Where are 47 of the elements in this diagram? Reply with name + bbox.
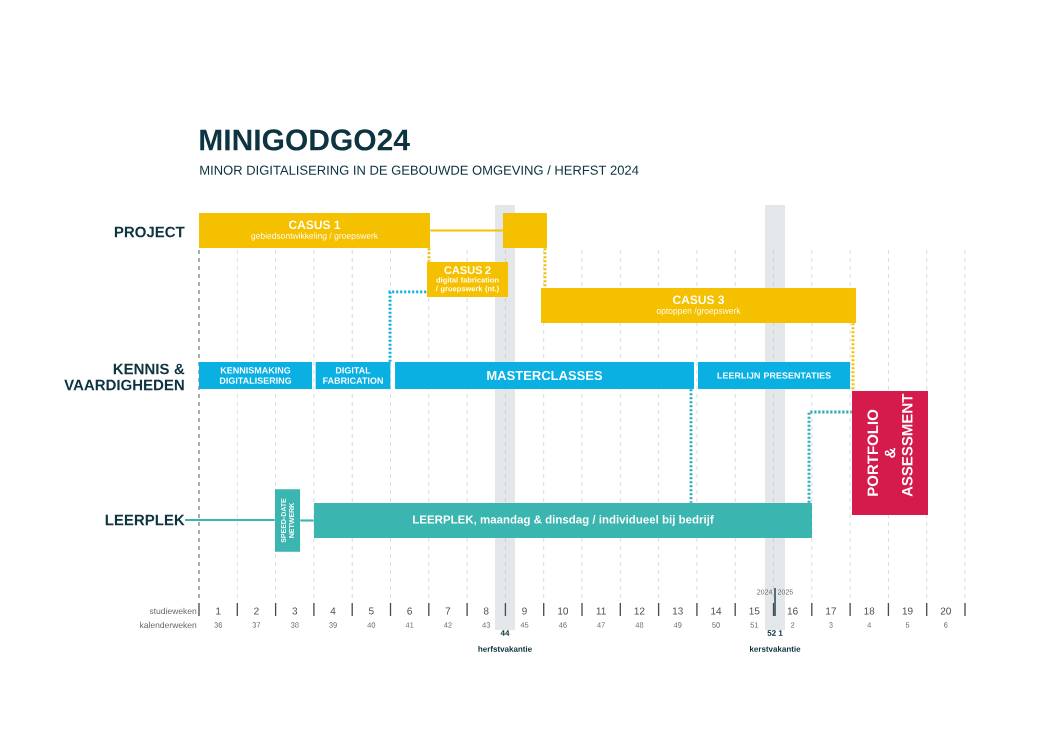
connector — [300, 519, 314, 522]
connector — [851, 323, 855, 391]
casus-bar: CASUS 1 gebiedsontwikkeling / groepswerk — [199, 213, 430, 248]
week-number: 18 — [864, 607, 875, 615]
week-number: 20 — [940, 607, 951, 615]
week-number: 19 — [902, 607, 913, 615]
week-number: 15 — [749, 607, 760, 615]
week-number: 11 — [596, 607, 606, 615]
week-number: 16 — [787, 607, 798, 615]
connector — [807, 410, 852, 503]
week-number: 13 — [672, 607, 683, 615]
phase-bar: LEERLIJN PRESENTATIES — [698, 362, 850, 389]
phase-bar: DIGITAL FABRICATION — [315, 362, 391, 389]
week-number: 5 — [368, 607, 374, 615]
connector — [430, 229, 503, 232]
connector — [388, 290, 427, 362]
row-heading: PROJECT — [114, 226, 185, 238]
vacation-label: 44 herfstvakantie — [478, 630, 532, 652]
internship-bar: LEERPLEK, maandag & dinsdag / individueel bij bedrijf — [314, 503, 812, 538]
casus-bar: CASUS 3 optoppen /groepswerk — [541, 288, 856, 323]
connector — [185, 518, 275, 522]
connector — [543, 248, 547, 288]
week-number: 2 — [254, 607, 259, 615]
phase-bar: KENNISMAKING DIGITALISERING — [198, 362, 313, 389]
title: MINIGODGO24 — [200, 129, 410, 151]
week-number: 6 — [407, 607, 412, 615]
row-heading: KENNIS & VAARDIGHEDEN — [64, 363, 185, 391]
axis-label: studieweken — [149, 607, 197, 615]
phase-bar: MASTERCLASSES — [395, 362, 694, 389]
week-number: 10 — [558, 607, 569, 615]
week-number: 17 — [826, 607, 836, 615]
casus-bar — [503, 213, 547, 248]
week-number: 3 — [292, 607, 298, 615]
week-number: 8 — [483, 607, 489, 615]
week-number: 12 — [634, 607, 645, 615]
connector — [689, 389, 693, 503]
week-number: 14 — [711, 607, 722, 615]
subtitle: MINOR DIGITALISERING IN DE GEBOUWDE OMGEVING / HERFST 2024 — [200, 165, 639, 175]
week-number: 1 — [216, 607, 221, 615]
week-number: 4 — [330, 607, 336, 615]
week-number: 7 — [445, 607, 451, 615]
axis-label: kalenderweken — [140, 621, 197, 629]
assessment-box: PORTFOLIO & ASSESSMENT — [852, 391, 928, 515]
vacation-label: 52 1 kerstvakantie — [750, 630, 801, 652]
row-heading: LEERPLEK — [105, 514, 185, 526]
week-number: 9 — [522, 607, 527, 615]
connector — [427, 248, 431, 262]
